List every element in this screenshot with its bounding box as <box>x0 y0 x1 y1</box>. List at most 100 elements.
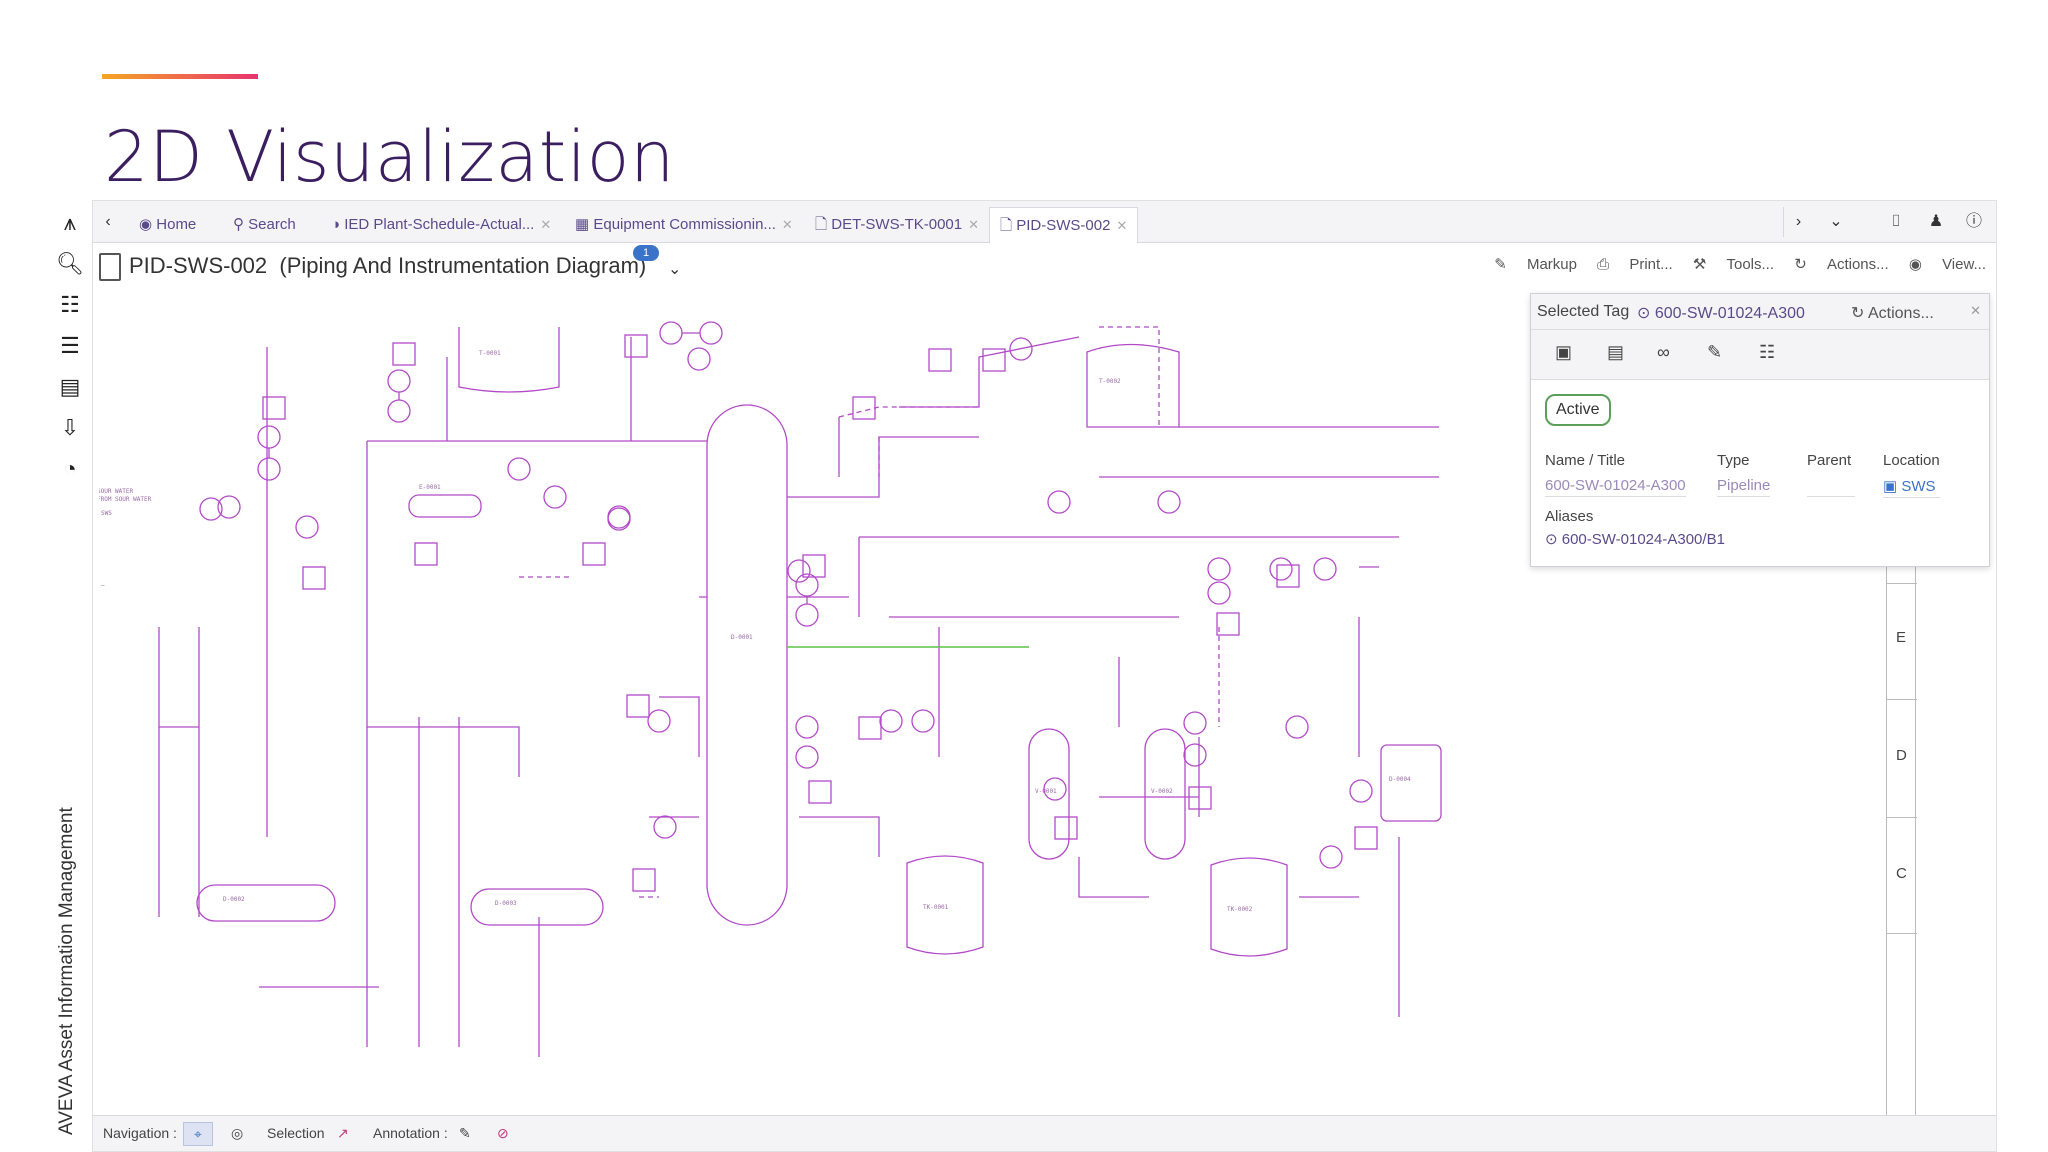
zoom-icon[interactable]: ◎ <box>231 1125 244 1141</box>
grid-separator <box>1887 583 1917 584</box>
pipe-network <box>158 336 1439 1057</box>
chevron-down-icon[interactable]: ⌄ <box>1829 213 1843 230</box>
view-button[interactable]: ◉ View... <box>1908 256 1986 273</box>
grid-label-d: D <box>1896 747 1907 764</box>
close-icon[interactable]: ✕ <box>540 217 552 232</box>
tag-panel-icon-bar: ▣ ▤ ∞ ✎ ☷ <box>1531 330 1989 380</box>
properties-icon[interactable]: ☷ <box>1759 342 1776 362</box>
document-list-icon[interactable]: ▤ <box>59 374 81 399</box>
bottom-toolbar: Navigation : ⌖ ◎ Selection ↗ Annotation … <box>93 1115 1996 1151</box>
svg-text:SOUR WATER: SOUR WATER <box>99 488 134 495</box>
tab-bar: ‹ ◉ Home ⚲ Search ◑ IED Plant-Schedule-A… <box>93 201 1996 243</box>
eraser-icon[interactable]: ⊘ <box>497 1125 509 1141</box>
actions-button[interactable]: ↻ Actions... <box>1794 256 1889 273</box>
link-icon[interactable]: ∞ <box>1657 342 1670 362</box>
tag-actions-button[interactable]: ↻ Actions... <box>1851 305 1934 322</box>
cart-icon[interactable]: ⌷ <box>1891 213 1901 230</box>
navigation-label: Navigation : <box>103 1125 177 1141</box>
document-icon: 🗋︎ <box>1000 217 1017 234</box>
selected-tag-link[interactable]: ⊙ 600-SW-01024-A300 <box>1637 305 1805 322</box>
home-icon: ◉ <box>139 216 157 233</box>
chevron-down-icon[interactable]: ⌄ <box>668 261 682 278</box>
vessel-b <box>1144 728 1186 860</box>
tab-det-sws-tk[interactable]: 🗋︎ DET-SWS-TK-0001✕ <box>815 216 980 233</box>
top-tank <box>458 327 560 393</box>
svg-text:D-0001: D-0001 <box>731 634 753 641</box>
grid-label-c: C <box>1896 865 1907 882</box>
tab-home[interactable]: ◉ Home <box>139 216 197 233</box>
info-icon[interactable]: ⓘ <box>1965 213 1982 230</box>
right-top-tank <box>1086 343 1180 428</box>
chevron-left-icon[interactable]: ‹ <box>105 213 111 230</box>
chart-icon[interactable]: ◔ <box>63 456 77 481</box>
grid-label-e: E <box>1896 629 1907 646</box>
aveva-logo-icon[interactable]: ⩚ <box>63 210 77 235</box>
close-icon[interactable]: ✕ <box>1116 218 1128 233</box>
column-vessel <box>706 404 788 926</box>
grid-separator <box>1887 933 1917 934</box>
document-toolbar: ✎ Markup ⎙ Print... ⚒ Tools... ↻ Actions… <box>1478 255 1986 273</box>
document-name: PID-SWS-002 <box>129 253 268 278</box>
hierarchy-icon[interactable]: ☷ <box>60 292 80 317</box>
document-header: PID-SWS-002 (Piping And Instrumentation … <box>99 253 646 289</box>
tank-bottom-2 <box>1210 857 1288 957</box>
markup-button[interactable]: ✎ Markup <box>1494 256 1577 273</box>
accent-bar <box>102 74 258 79</box>
close-icon[interactable]: ✕ <box>968 217 980 232</box>
grid-separator <box>1887 699 1917 700</box>
export-icon[interactable]: ⇩ <box>60 415 80 440</box>
notification-badge[interactable]: 1 <box>633 245 659 261</box>
tank-bottom-1 <box>906 855 984 955</box>
list-icon[interactable]: ☰ <box>60 333 80 358</box>
attributes-icon[interactable]: ▣ <box>1555 342 1573 362</box>
app-window: ‹ ◉ Home ⚲ Search ◑ IED Plant-Schedule-A… <box>92 200 1997 1152</box>
edit-document-icon[interactable]: ✎ <box>1707 342 1723 362</box>
alias-link[interactable]: ⊙ 600-SW-01024-A300/B1 <box>1545 531 1725 548</box>
close-icon[interactable]: ✕ <box>781 217 793 232</box>
svg-text:TK-0002: TK-0002 <box>1227 906 1253 913</box>
selected-tag-panel: Selected Tag ⊙ 600-SW-01024-A300 ↻ Actio… <box>1530 293 1990 567</box>
drum-1 <box>196 884 336 922</box>
search-icon[interactable]: 🔍︎ <box>56 251 84 276</box>
svg-text:V-0002: V-0002 <box>1151 788 1173 795</box>
table-icon: ▦ <box>575 216 594 233</box>
svg-text:FROM SOUR WATER: FROM SOUR WATER <box>99 496 152 503</box>
tag-panel-title: Selected Tag <box>1537 303 1630 320</box>
tab-pid-sws[interactable]: 🗋︎ PID-SWS-002✕ <box>989 207 1139 243</box>
tools-button[interactable]: ⚒ Tools... <box>1692 256 1775 273</box>
tab-equipment-commissioning[interactable]: ▦ Equipment Commissionin...✕ <box>575 216 793 233</box>
name-field: Name / Title 600-SW-01024-A300 <box>1545 452 1686 497</box>
vertical-product-label: AVEVA Asset Information Management <box>56 807 77 1135</box>
pan-icon[interactable]: ⌖ <box>183 1122 213 1146</box>
svg-text:TK-0001: TK-0001 <box>923 904 949 911</box>
selection-icon[interactable]: ↗ <box>337 1125 349 1141</box>
chevron-right-icon[interactable]: › <box>1783 207 1813 237</box>
svg-text:E-0001: E-0001 <box>419 484 441 491</box>
pencil-icon[interactable]: ✎ <box>459 1125 471 1141</box>
parent-field: Parent <box>1807 452 1855 497</box>
location-link[interactable]: ▣ SWS <box>1883 477 1940 498</box>
svg-text:—: — <box>101 582 105 589</box>
type-field: Type Pipeline <box>1717 452 1771 497</box>
instrument-balloons <box>199 321 1373 869</box>
tab-plant-schedule[interactable]: ◑ IED Plant-Schedule-Actual...✕ <box>331 216 552 233</box>
close-icon[interactable]: ✕ <box>1970 303 1981 318</box>
print-button[interactable]: ⎙ Print... <box>1597 256 1673 273</box>
svg-text:D-0002: D-0002 <box>223 896 245 903</box>
document-icon: 🗋︎ <box>815 216 832 233</box>
tab-search[interactable]: ⚲ Search <box>233 216 296 233</box>
left-rail: ⩚ 🔍︎ ☷ ☰ ▤ ⇩ ◔ <box>52 202 88 1142</box>
user-icon[interactable]: ♟ <box>1928 213 1944 230</box>
document-icon <box>99 253 121 282</box>
location-field: Location ▣ SWS <box>1883 452 1940 498</box>
annotation-label: Annotation : <box>373 1125 448 1141</box>
svg-text:SWS: SWS <box>101 510 112 517</box>
svg-text:T-0002: T-0002 <box>1099 378 1121 385</box>
document-icon[interactable]: ▤ <box>1607 342 1625 362</box>
drawing-grid-border: E D C <box>1886 297 1917 1117</box>
svg-text:T-0001: T-0001 <box>479 350 501 357</box>
instrument-lines <box>268 332 808 604</box>
grid-separator <box>1887 817 1917 818</box>
